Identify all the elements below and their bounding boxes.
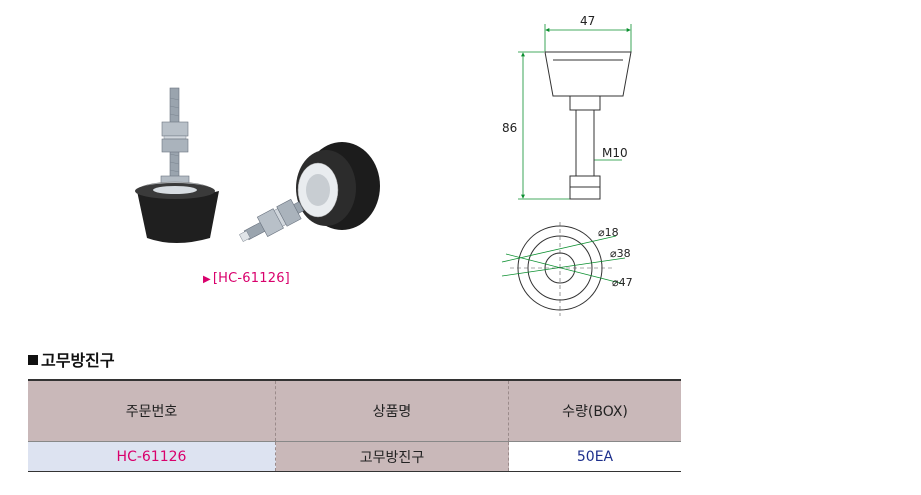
- section-title: 고무방진구: [28, 347, 115, 371]
- product-caption: ▶[HC-61126]: [203, 271, 290, 286]
- table-header-row: 주문번호 상품명 수량(BOX): [28, 380, 681, 442]
- dim-d2-label: ⌀38: [610, 247, 631, 260]
- header-product-name: 상품명: [275, 380, 509, 442]
- product-photo: [135, 87, 380, 243]
- product-caption-text: [HC-61126]: [212, 271, 290, 286]
- dim-d1-label: ⌀18: [598, 226, 619, 239]
- square-bullet-icon: [28, 355, 38, 365]
- diameter-symbol-3: ⌀: [612, 276, 619, 289]
- dim-d3-label: ⌀47: [612, 276, 633, 289]
- section-title-text: 고무방진구: [41, 351, 115, 370]
- header-quantity: 수량(BOX): [508, 380, 681, 442]
- cell-quantity: 50EA: [508, 441, 681, 472]
- diameter-symbol-1: ⌀: [598, 226, 605, 239]
- triangle-marker-icon: ▶: [203, 274, 211, 285]
- order-table: 주문번호 상품명 수량(BOX) HC-61126 고무방진구 50EA: [28, 379, 681, 472]
- dim-width-label: 47: [580, 14, 595, 28]
- dim-thread-label: M10: [602, 146, 628, 160]
- dim-d1-value: 18: [605, 226, 619, 239]
- diameter-symbol-2: ⌀: [610, 247, 617, 260]
- dim-d2-value: 38: [617, 247, 631, 260]
- technical-drawing: 47 38 86 M10 ⌀18 ⌀38 ⌀47: [501, 14, 633, 316]
- header-order-number: 주문번호: [28, 380, 276, 442]
- cell-order-number: HC-61126: [28, 441, 276, 472]
- dim-d3-value: 47: [619, 276, 633, 289]
- cell-product-name: 고무방진구: [275, 441, 509, 472]
- table-row: HC-61126 고무방진구 50EA: [28, 441, 681, 472]
- dim-height-label: 86: [502, 121, 517, 135]
